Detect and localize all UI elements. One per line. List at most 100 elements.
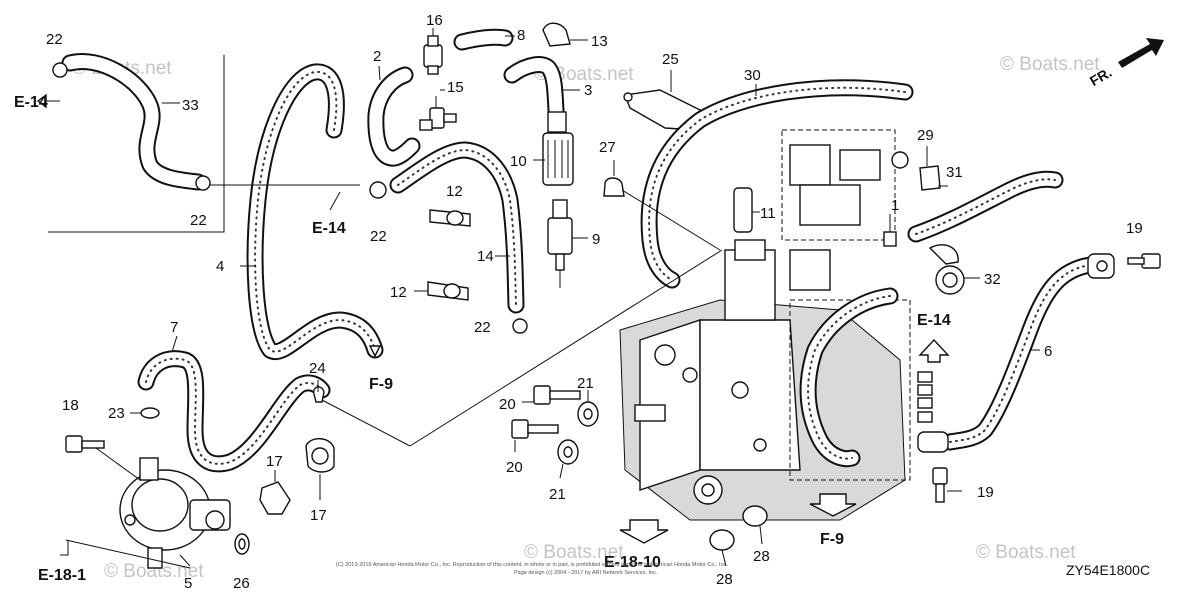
hose-7[interactable] [137,335,331,473]
callout-19[interactable]: 19 [977,484,994,501]
bolt-19-lower[interactable] [932,467,962,503]
vapor-separator-assembly[interactable] [619,239,906,521]
callout-22[interactable]: 22 [370,228,387,245]
callout-32[interactable]: 32 [984,271,1001,288]
callout-4[interactable]: 4 [216,258,224,275]
callout-10[interactable]: 10 [510,153,527,170]
hose-6[interactable] [917,253,1115,453]
callout-30[interactable]: 30 [744,67,761,84]
callout-7[interactable]: 7 [170,319,178,336]
callout-31[interactable]: 31 [946,164,963,181]
ref-label-e18-10[interactable]: E-18-10 [604,554,661,571]
callout-33[interactable]: 33 [182,97,199,114]
callout-27[interactable]: 27 [599,139,616,156]
fuel-strainer-10[interactable] [533,111,574,186]
callout-20[interactable]: 20 [499,396,516,413]
callout-21[interactable]: 21 [577,375,594,392]
grommet-28-left[interactable] [709,529,735,567]
watermark: © Boats.net [104,561,204,582]
callout-3[interactable]: 3 [584,82,592,99]
callout-20[interactable]: 20 [506,459,523,476]
tube-11[interactable] [733,187,760,233]
washer-21-upper[interactable] [577,390,599,427]
oring-23[interactable] [130,407,160,419]
callout-15[interactable]: 15 [447,79,464,96]
hose-8[interactable] [453,28,515,51]
callout-19[interactable]: 19 [1126,220,1143,237]
bolt-19-upper[interactable] [1127,253,1161,269]
callout-26[interactable]: 26 [233,575,250,592]
callout-6[interactable]: 6 [1044,343,1052,360]
injector-subassembly[interactable] [789,144,909,226]
hose-4[interactable] [210,63,384,360]
hose-3[interactable] [503,56,580,119]
callout-8[interactable]: 8 [517,27,525,44]
hose-14[interactable] [389,141,525,314]
callout-17[interactable]: 17 [310,507,327,524]
callout-14[interactable]: 14 [477,248,494,265]
callout-2[interactable]: 2 [373,48,381,65]
bolt-20-upper[interactable] [522,385,581,405]
ref-label-e14[interactable]: E-14 [917,312,951,329]
clamp-32[interactable] [928,244,980,295]
washer-21-lower[interactable] [557,439,579,479]
callout-18[interactable]: 18 [62,397,79,414]
callout-13[interactable]: 13 [591,33,608,50]
ref-label-f9[interactable]: F-9 [820,531,844,548]
ref-label-f9[interactable]: F-9 [369,376,393,393]
grommet-28-right[interactable] [742,505,768,545]
callout-12[interactable]: 12 [390,284,407,301]
return-hose-lower[interactable] [799,287,899,468]
hose-2[interactable] [367,65,421,167]
bolt-18[interactable] [65,435,141,481]
clamp-22-icon[interactable] [195,175,211,191]
callout-16[interactable]: 16 [426,12,443,29]
fuel-pump-5[interactable] [119,457,231,569]
ref-label-e18-1[interactable]: E-18-1 [38,567,86,584]
clamp-22-icon[interactable] [369,181,387,199]
callout-23[interactable]: 23 [108,405,125,422]
callout-22[interactable]: 22 [190,212,207,229]
callout-24[interactable]: 24 [309,360,326,377]
callout-25[interactable]: 25 [662,51,679,68]
clamp-22-icon[interactable] [512,318,528,334]
ref-label-e14[interactable]: E-14 [312,220,346,237]
callout-9[interactable]: 9 [592,231,600,248]
clip-12-lower[interactable] [414,281,469,301]
callout-12[interactable]: 12 [446,183,463,200]
callout-28[interactable]: 28 [716,571,733,588]
callout-5[interactable]: 5 [184,575,192,592]
inset-hose-33 [48,53,225,233]
connector-16[interactable] [423,28,443,75]
clip-1[interactable] [883,214,897,247]
callout-22[interactable]: 22 [474,319,491,336]
callout-29[interactable]: 29 [917,127,934,144]
clip-29[interactable] [919,146,941,191]
grommet-27[interactable] [603,160,721,251]
clip-13[interactable] [542,22,588,47]
clip-12-upper[interactable] [429,209,471,227]
callout-11[interactable]: 11 [760,205,776,222]
clip-17-left[interactable] [259,470,291,515]
fuel-filter-9[interactable] [547,199,588,288]
clip-17-right[interactable] [305,438,335,500]
ref-label-e14[interactable]: E-14 [14,94,48,111]
callout-17[interactable]: 17 [266,453,283,470]
hose-30[interactable] [640,79,914,289]
bolt-20-lower[interactable] [511,419,559,452]
ref-arrow-e14-right [918,338,950,363]
washers-stack[interactable] [917,371,933,423]
clamp-22-icon[interactable] [52,62,68,78]
joint-15[interactable] [419,89,457,131]
callout-22[interactable]: 22 [46,31,63,48]
leader-line [409,249,723,447]
callout-21[interactable]: 21 [549,486,566,503]
washer-26[interactable] [234,533,250,555]
hose-31[interactable] [907,170,1064,243]
watermark: © Boats.net [976,542,1076,563]
reference-labels: E-14 E-14 E-14 F-9 F-9 E-18-1 E-18-10 [14,94,951,584]
callout-28[interactable]: 28 [753,548,770,565]
callout-1[interactable]: 1 [891,197,899,214]
pipe-24[interactable] [313,380,325,403]
